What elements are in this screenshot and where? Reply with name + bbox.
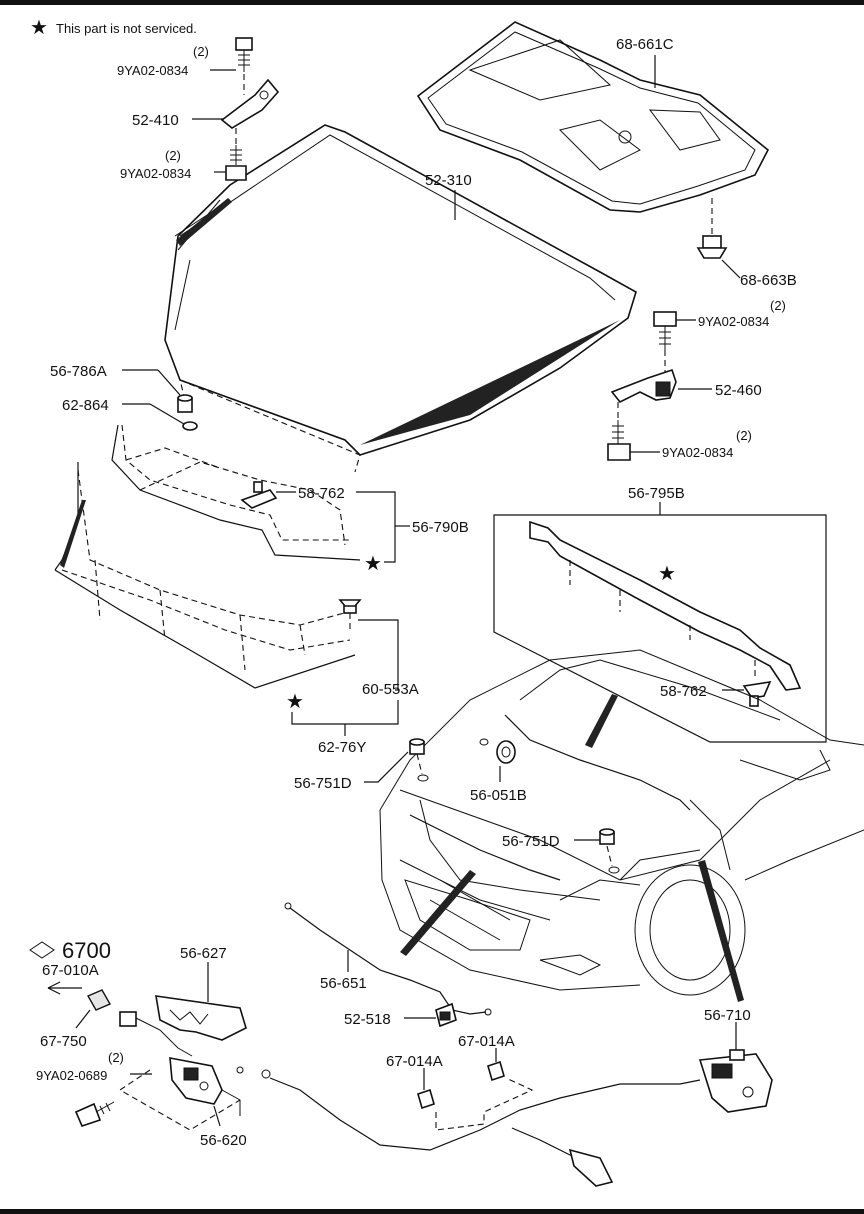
latch-cover-56-627	[155, 995, 247, 1041]
callout-bolt1: 9YA02-0834	[117, 63, 188, 78]
bolt-9YA02-0689	[74, 1101, 115, 1127]
callout-67-750: 67-750	[40, 1033, 87, 1050]
clip-58-762-right	[742, 680, 772, 707]
callout-56-790B: 56-790B	[412, 519, 469, 536]
ref-6700: 6700	[62, 938, 111, 963]
star-icon: ★	[658, 563, 676, 585]
bolt-lower-left	[225, 145, 247, 181]
cap-62-864	[182, 421, 198, 431]
ref-67-010A: 67-010A	[42, 962, 99, 979]
connector-67-750	[87, 989, 111, 1011]
callout-bolt2: 9YA02-0834	[120, 166, 191, 181]
callout-52-460: 52-460	[715, 382, 762, 399]
callout-bolt5: 9YA02-0689	[36, 1068, 107, 1083]
callout-bolt5-qty: (2)	[108, 1050, 124, 1065]
harness-connector	[119, 1011, 193, 1057]
callout-bolt1-qty: (2)	[193, 44, 209, 59]
clip-68-663B	[696, 235, 728, 259]
callout-56-710: 56-710	[704, 1007, 751, 1024]
callout-56-795B: 56-795B	[628, 485, 685, 502]
callout-56-751D-b: 56-751D	[502, 833, 560, 850]
bolt-upper-left	[235, 37, 253, 72]
callout-68-661C: 68-661C	[616, 36, 674, 53]
callout-58-762-b: 58-762	[660, 683, 707, 700]
bottom-border	[0, 1209, 864, 1214]
clip-67-014A-left	[417, 1088, 435, 1110]
hood-seal-installed	[409, 714, 691, 881]
callout-67-014A-b: 67-014A	[458, 1033, 515, 1050]
callout-62-864: 62-864	[62, 397, 109, 414]
callout-52-310: 52-310	[425, 172, 472, 189]
callout-56-786A: 56-786A	[50, 363, 107, 380]
callout-62-76Y: 62-76Y	[318, 739, 366, 756]
vehicle-front-view	[379, 649, 864, 1002]
callout-bolt2-qty: (2)	[165, 148, 181, 163]
callout-bolt4: 9YA02-0834	[662, 445, 733, 460]
callout-bolt3-qty: (2)	[770, 298, 786, 313]
hood-latch-56-620	[118, 1057, 241, 1131]
top-border	[0, 0, 864, 5]
arrow-left-icon	[47, 981, 82, 995]
callout-56-751D-a: 56-751D	[294, 775, 352, 792]
callout-58-762-a: 58-762	[298, 485, 345, 502]
detail-box-56-795B	[493, 514, 827, 743]
hood-hinge-left	[220, 78, 280, 129]
hood-hinge-right	[610, 368, 677, 404]
clip-52-518	[435, 1002, 457, 1028]
bumper-56-751D-upper	[409, 738, 425, 755]
bolt-lower-right	[607, 420, 631, 461]
release-handle-56-710	[698, 1049, 773, 1113]
ref-page-icon	[29, 941, 55, 959]
star-icon: ★	[364, 553, 382, 575]
star-icon: ★	[30, 17, 48, 39]
callout-56-627: 56-627	[180, 945, 227, 962]
bumper-56-751D-lower	[599, 828, 615, 845]
clip-58-762-left	[240, 481, 278, 509]
callout-52-410: 52-410	[132, 112, 179, 129]
clip-67-014A-right	[487, 1060, 505, 1082]
release-cable-main	[261, 1069, 701, 1187]
star-icon: ★	[286, 691, 304, 713]
callout-68-663B: 68-663B	[740, 272, 797, 289]
callout-67-014A-a: 67-014A	[386, 1053, 443, 1070]
note-text: This part is not serviced.	[56, 21, 197, 36]
release-cable-56-651	[284, 902, 492, 1016]
callout-60-553A: 60-553A	[362, 681, 419, 698]
callout-bolt4-qty: (2)	[736, 428, 752, 443]
bolt-upper-right	[653, 311, 677, 350]
hood-seal-56-795B	[529, 520, 802, 691]
front-seal-62-76Y	[54, 462, 356, 689]
grommet-56-051B	[496, 740, 516, 764]
hood-seal-56-790B	[111, 424, 361, 561]
callout-56-620: 56-620	[200, 1132, 247, 1149]
clip-60-553A	[338, 599, 362, 614]
callout-bolt3: 9YA02-0834	[698, 314, 769, 329]
callout-56-051B: 56-051B	[470, 787, 527, 804]
hood-insulator	[416, 21, 770, 213]
hood-bumper-56-786A	[177, 394, 193, 413]
callout-52-518: 52-518	[344, 1011, 391, 1028]
callout-56-651: 56-651	[320, 975, 367, 992]
